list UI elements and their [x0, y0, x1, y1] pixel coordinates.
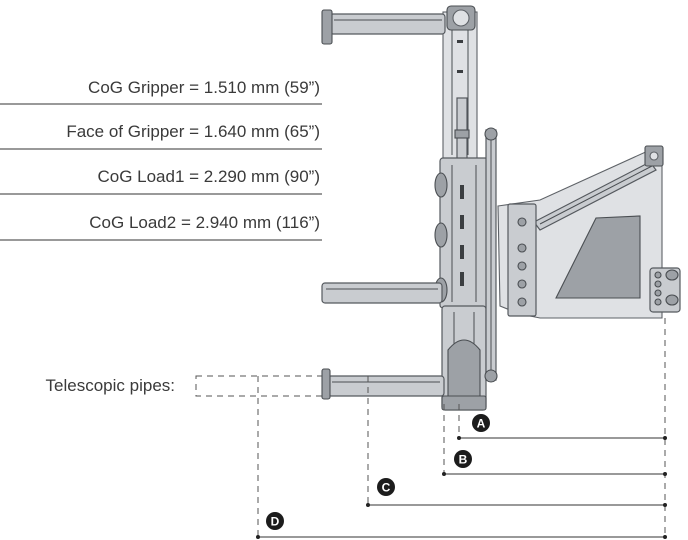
marker-b: B [454, 450, 472, 468]
telescopic-pipe-outline [195, 375, 327, 397]
marker-a-letter: A [477, 417, 486, 431]
label-face-of-gripper: Face of Gripper = 1.640 mm (65”) [66, 122, 320, 141]
label-cog-load1: CoG Load1 = 2.290 mm (90”) [97, 167, 320, 186]
telescopic-pipe-dashed-box [195, 375, 327, 397]
marker-c: C [377, 478, 395, 496]
gripper-machine-illustration [321, 5, 681, 411]
frame-mounting-plate [507, 203, 537, 317]
marker-b-letter: B [459, 453, 468, 467]
marker-a: A [472, 414, 490, 432]
label-cog-load2: CoG Load2 = 2.940 mm (116”) [89, 213, 320, 232]
top-pipe-end-cap [321, 9, 333, 45]
bottom-pipe [327, 375, 445, 397]
frame-cutout [555, 215, 641, 299]
lower-body-base [441, 395, 487, 411]
dimension-lines [256, 436, 667, 539]
top-pipe [329, 13, 446, 35]
marker-d: D [266, 512, 284, 530]
reference-lines [257, 318, 666, 537]
lower-hinge-cover [447, 339, 481, 403]
label-cog-gripper: CoG Gripper = 1.510 mm (59”) [88, 78, 320, 97]
marker-d-letter: D [271, 515, 280, 529]
label-telescopic-pipes: Telescopic pipes: [46, 376, 175, 395]
dimension-labels: CoG Gripper = 1.510 mm (59”) Face of Gri… [0, 78, 322, 395]
middle-pipe [321, 282, 443, 304]
marker-c-letter: C [382, 481, 391, 495]
bottom-pipe-end-cap [321, 368, 331, 400]
